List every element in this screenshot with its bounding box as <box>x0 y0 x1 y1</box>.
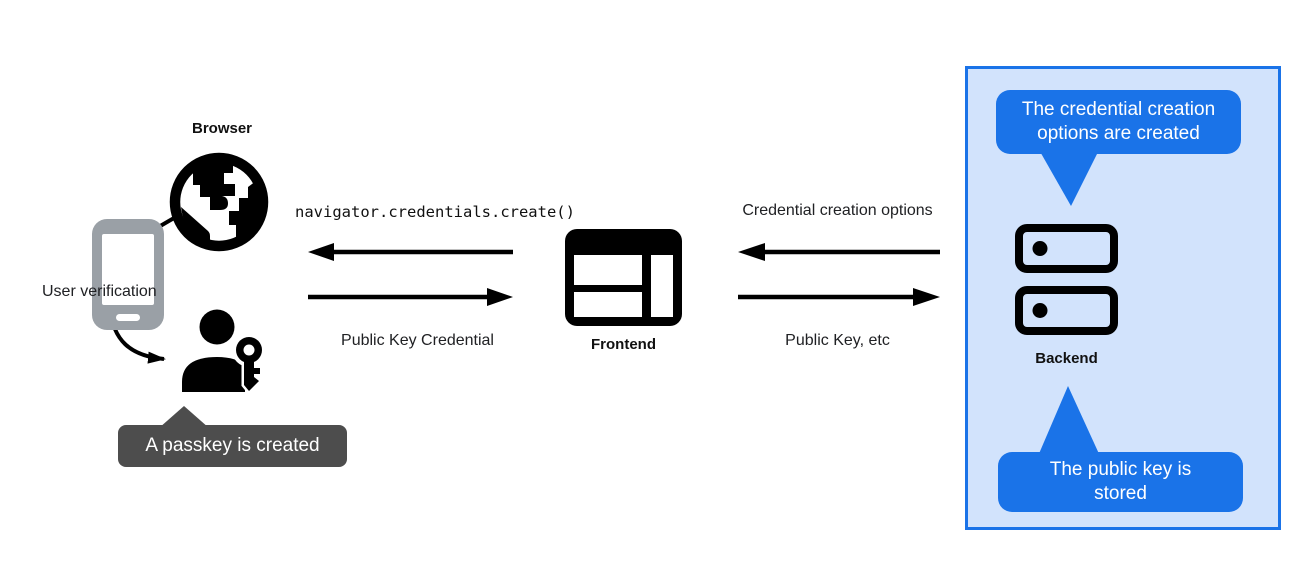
passkey-tooltip-text: A passkey is created <box>145 435 320 456</box>
credential-creation-options-label: Credential creation options <box>742 202 933 219</box>
public-key-credential-label: Public Key Credential <box>341 332 494 349</box>
options-created-tooltip: The credential creation options are crea… <box>996 90 1241 154</box>
passkey-tooltip: A passkey is created <box>118 425 347 467</box>
options-created-line1: The credential creation <box>1021 99 1216 120</box>
public-key-etc-label: Public Key, etc <box>785 332 890 349</box>
public-key-stored-line2: stored <box>1094 483 1147 504</box>
browser-label: Browser <box>191 120 253 137</box>
public-key-stored-line1: The public key is <box>1049 459 1192 480</box>
backend-label: Backend <box>1035 350 1098 367</box>
browser-window-icon <box>565 229 682 326</box>
arrow-public-key-credential <box>308 288 513 306</box>
smartphone-icon <box>92 219 164 330</box>
arrow-create-call <box>308 243 513 261</box>
options-created-line2: options are created <box>1037 123 1200 144</box>
globe-icon <box>169 152 269 252</box>
frontend-label: Frontend <box>591 336 656 353</box>
public-key-stored-tooltip: The public key is stored <box>998 452 1243 512</box>
arrow-public-key <box>738 288 940 306</box>
api-call-label: navigator.credentials.create() <box>295 203 575 221</box>
server-stack-icon <box>1015 224 1118 335</box>
arrow-credential-options <box>738 243 940 261</box>
person-with-key-icon <box>182 309 266 392</box>
user-verification-label: User verification <box>42 283 157 300</box>
